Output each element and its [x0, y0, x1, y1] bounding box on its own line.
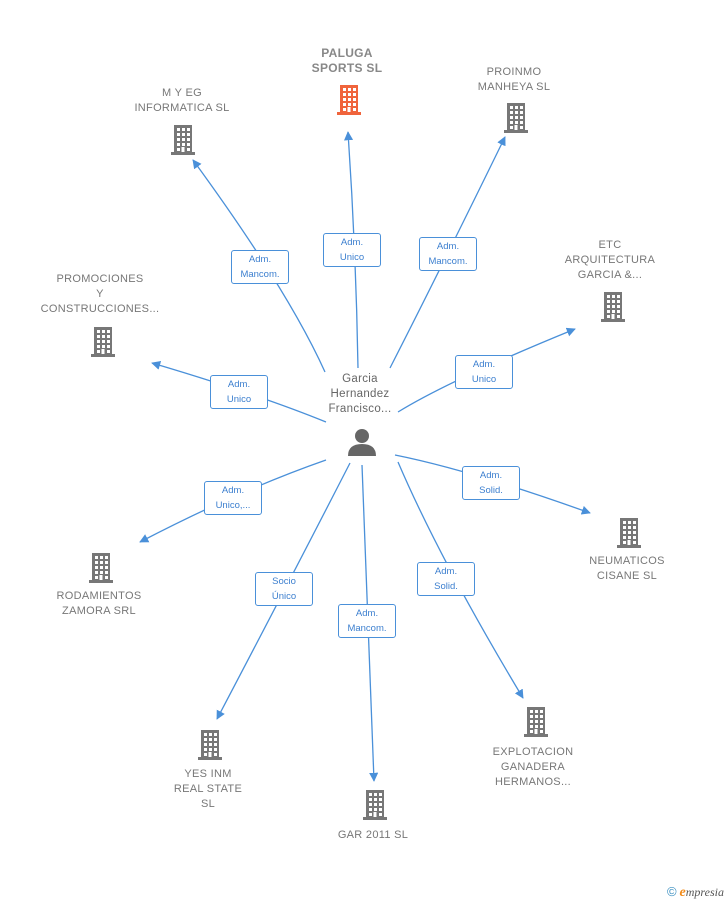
company-label-yesinm[interactable]: YES INM REAL STATE SL [128, 767, 288, 812]
company-label-explotacion-line: EXPLOTACION [492, 746, 574, 758]
relation-label-proinmo[interactable]: Adm. Mancom. [419, 237, 477, 271]
relation-label-line: Adm. [227, 379, 251, 390]
company-label-rodamientos-line: ZAMORA SRL [62, 605, 136, 617]
person-icon[interactable] [348, 429, 376, 456]
company-label-neumaticos-line: CISANE SL [596, 570, 658, 582]
brand-initial: e [679, 885, 686, 900]
company-label-explotacion[interactable]: EXPLOTACION GANADERA HERMANOS... [453, 745, 613, 790]
relation-label-promociones[interactable]: Adm. Unico [210, 375, 268, 409]
relation-label-line: Unico [226, 394, 252, 405]
company-label-promociones-line: PROMOCIONES [56, 273, 144, 285]
company-label-myeg[interactable]: M Y EG INFORMATICA SL [102, 86, 262, 116]
relation-label-myeg[interactable]: Adm. Mancom. [231, 250, 289, 284]
building-icon[interactable] [89, 553, 113, 583]
relation-label-line: Adm. [479, 470, 503, 481]
company-label-gar2011-line: GAR 2011 SL [337, 829, 409, 841]
company-label-gar2011[interactable]: GAR 2011 SL [293, 828, 453, 843]
company-label-paluga-line: PALUGA [321, 46, 373, 60]
relation-label-line: Adm. [436, 241, 460, 252]
relation-label-line: Adm. [434, 566, 458, 577]
company-label-proinmo[interactable]: PROINMO MANHEYA SL [434, 65, 594, 95]
company-label-paluga-line: SPORTS SL [311, 61, 383, 75]
building-icon[interactable] [601, 292, 625, 322]
company-label-myeg-line: M Y EG [162, 87, 202, 99]
company-label-etc-line: ETC [598, 239, 622, 251]
relation-label-line: Adm. [248, 254, 272, 265]
building-icon[interactable] [198, 730, 222, 760]
relation-label-line: Adm. [355, 608, 379, 619]
company-label-neumaticos[interactable]: NEUMATICOS CISANE SL [547, 554, 707, 584]
company-label-explotacion-line: GANADERA [500, 761, 566, 773]
company-label-proinmo-line: MANHEYA SL [477, 81, 551, 93]
company-label-promociones-line: CONSTRUCCIONES... [40, 303, 160, 315]
relation-label-line: Unico,... [215, 500, 251, 511]
relation-label-gar2011[interactable]: Adm. Mancom. [338, 604, 396, 638]
relation-label-neumaticos[interactable]: Adm. Solid. [462, 466, 520, 500]
person-name-label-line: Garcia [342, 373, 378, 385]
company-label-myeg-line: INFORMATICA SL [134, 102, 230, 114]
building-icon[interactable] [171, 125, 195, 155]
building-icon[interactable] [337, 85, 361, 115]
building-icon[interactable] [363, 790, 387, 820]
brand-name: mpresia [685, 885, 724, 899]
relation-label-line: Único [271, 591, 297, 602]
company-label-explotacion-line: HERMANOS... [494, 776, 572, 788]
relation-label-line: Unico [339, 252, 365, 263]
copyright-icon: © [666, 884, 677, 899]
relation-label-etc[interactable]: Adm. Unico [455, 355, 513, 389]
building-icon[interactable] [504, 103, 528, 133]
relation-label-line: Solid. [479, 485, 503, 496]
relation-label-line: Unico [471, 374, 497, 385]
relation-label-paluga[interactable]: Adm. Unico [323, 233, 381, 267]
person-name-label-line: Francisco... [328, 403, 392, 415]
company-label-etc-line: ARQUITECTURA [564, 254, 656, 266]
relation-label-line: Adm. [340, 237, 364, 248]
building-icon[interactable] [617, 518, 641, 548]
company-label-proinmo-line: PROINMO [486, 66, 542, 78]
relation-label-line: Socio [272, 576, 296, 587]
company-label-etc-line: GARCIA &... [577, 269, 643, 281]
relation-label-line: Mancom. [240, 269, 280, 280]
building-icon[interactable] [91, 327, 115, 357]
relation-label-line: Adm. [472, 359, 496, 370]
company-label-promociones-line: Y [96, 288, 104, 300]
company-label-yesinm-line: YES INM [184, 768, 232, 780]
empresia-logo[interactable]: © empresia [667, 884, 724, 901]
relation-label-line: Adm. [221, 485, 245, 496]
relation-label-rodamientos[interactable]: Adm. Unico,... [204, 481, 262, 515]
company-label-rodamientos-line: RODAMIENTOS [56, 590, 142, 602]
building-icon[interactable] [524, 707, 548, 737]
relation-label-line: Mancom. [428, 256, 468, 267]
relation-label-line: Mancom. [347, 623, 387, 634]
relation-label-line: Solid. [434, 581, 458, 592]
company-label-neumaticos-line: NEUMATICOS [589, 555, 665, 567]
person-name-label-line: Hernandez [330, 388, 390, 400]
relation-label-explotacion[interactable]: Adm. Solid. [417, 562, 475, 596]
company-label-etc[interactable]: ETC ARQUITECTURA GARCIA &... [530, 238, 690, 283]
company-label-yesinm-line: SL [200, 798, 216, 810]
company-label-yesinm-line: REAL STATE [173, 783, 243, 795]
company-label-promociones[interactable]: PROMOCIONES Y CONSTRUCCIONES... [20, 272, 180, 317]
company-label-rodamientos[interactable]: RODAMIENTOS ZAMORA SRL [19, 589, 179, 619]
